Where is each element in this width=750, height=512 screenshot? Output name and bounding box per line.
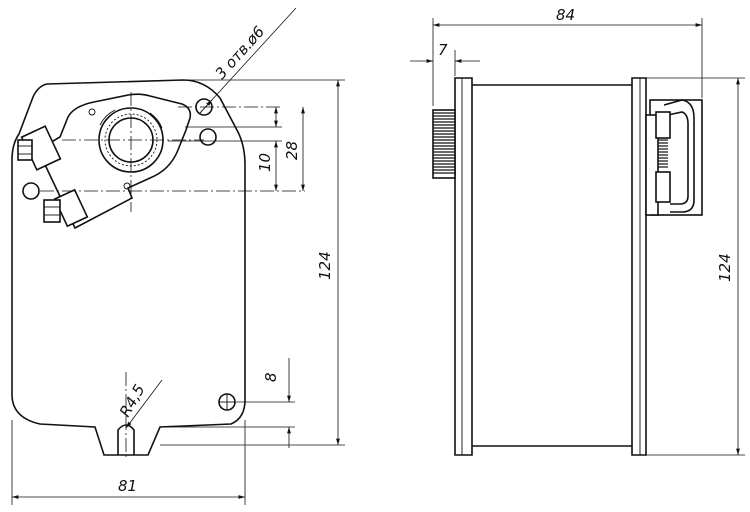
- dim-124-front-label: 124: [316, 251, 334, 280]
- hole-note-label: 3 отв.ø6: [212, 23, 269, 83]
- dim-r45-label: R4,5: [116, 381, 149, 420]
- mounting-hole-left: [22, 182, 40, 200]
- dim-10-label: 10: [256, 153, 274, 172]
- dim-124-side-label: 124: [716, 253, 734, 282]
- dim-81-label: 81: [118, 477, 137, 495]
- dim-28-label: 28: [283, 141, 301, 160]
- side-gear: [432, 109, 456, 179]
- dim-8-label: 8: [262, 372, 280, 382]
- clamp-screw-upper: [17, 125, 62, 171]
- dim-7-label: 7: [438, 41, 448, 59]
- mounting-hole-upper: [199, 128, 217, 146]
- side-body: [454, 77, 647, 456]
- dim-84-label: 84: [556, 6, 575, 24]
- clamp-screw-lower: [43, 188, 89, 228]
- side-clamp: [645, 99, 703, 216]
- side-view: 84 7 124: [410, 6, 745, 456]
- front-housing-outline: [11, 79, 246, 456]
- clamp-bracket: [36, 93, 192, 230]
- front-view: 3 отв.ø6 10 28 124 8 R4,5 81: [11, 7, 345, 505]
